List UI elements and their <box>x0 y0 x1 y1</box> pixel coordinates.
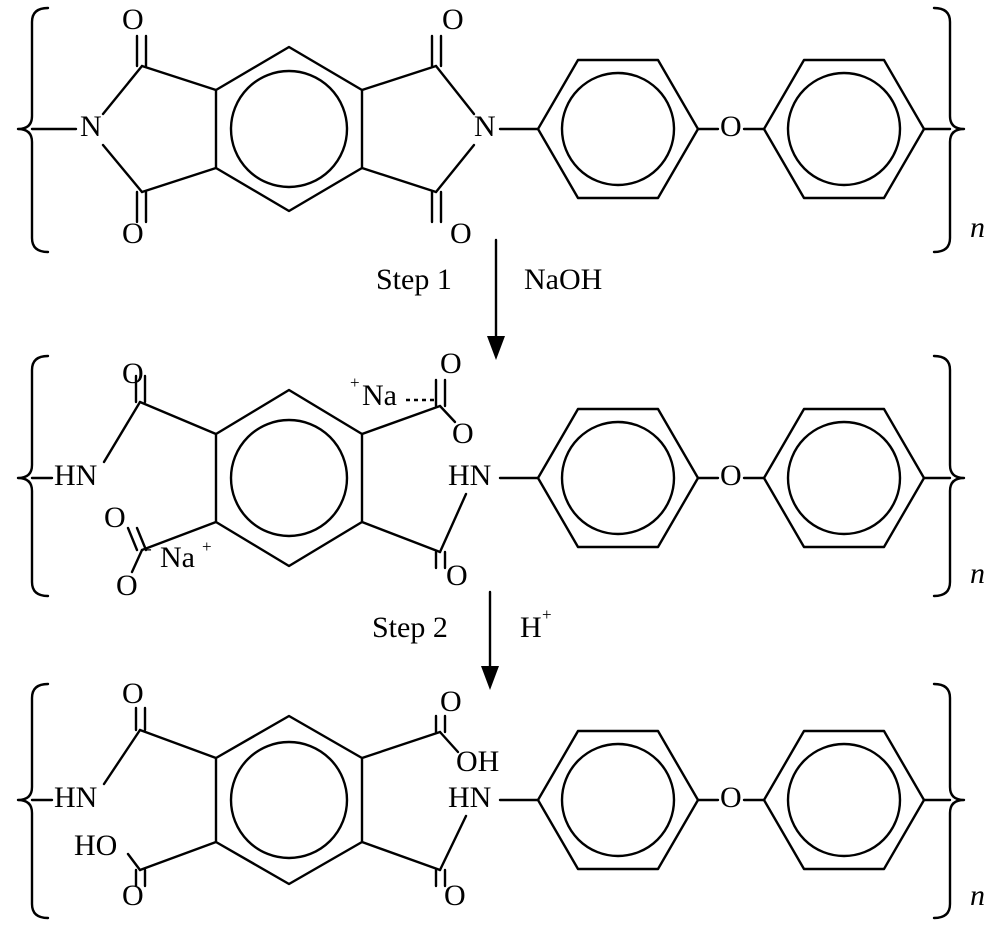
carbonyl-oxygen: O <box>122 357 144 390</box>
carbonyl-oxygen: O <box>442 3 464 36</box>
carbonyl-oxygen: O <box>450 217 472 250</box>
right-bracket <box>932 682 966 920</box>
step-2: Step 2 H + <box>372 590 552 690</box>
repeat-unit-n: n <box>970 879 985 912</box>
step-2-label: Step 2 <box>372 611 448 644</box>
carboxylate-oxygen: O <box>440 347 462 380</box>
left-bracket <box>16 6 50 254</box>
carboxyl-oxygen: O <box>440 685 462 718</box>
amide-nh-right: HN <box>448 781 491 814</box>
sodium-salt-structure: n HN O O O + Na O O - Na + <box>16 347 985 602</box>
carboxylate-oxygen: O <box>116 569 138 602</box>
repeat-unit-n: n <box>970 211 985 244</box>
carboxyl-oh: OH <box>456 745 499 778</box>
step-1-label: Step 1 <box>376 263 452 296</box>
amide-nh-left: HN <box>54 459 97 492</box>
carboxylate-oxygen: O <box>452 417 474 450</box>
step-2-reagent: H <box>520 611 542 644</box>
carboxyl-oxygen: O <box>122 879 144 912</box>
amide-nh-left: HN <box>54 781 97 814</box>
sodium-ion: Na <box>362 379 397 412</box>
right-bracket <box>932 354 966 598</box>
carbonyl-oxygen: O <box>122 3 144 36</box>
imide-nitrogen-right: N <box>474 110 496 143</box>
imide-nitrogen-left: N <box>80 110 102 143</box>
ether-oxygen: O <box>720 459 742 492</box>
polyimide-structure: n N O O O O N <box>16 3 985 254</box>
right-bracket <box>932 6 966 254</box>
amide-nh-right: HN <box>448 459 491 492</box>
carbonyl-oxygen: O <box>122 677 144 710</box>
sodium-charge: + <box>202 537 212 556</box>
carboxyl-ho: HO <box>74 829 117 862</box>
carbonyl-oxygen: O <box>446 559 468 592</box>
step-1: Step 1 NaOH <box>376 238 602 360</box>
polyamic-acid-structure: n HN O O OH O HO O HN O <box>16 677 985 920</box>
left-bracket <box>16 354 50 598</box>
carbonyl-oxygen: O <box>444 879 466 912</box>
repeat-unit-n: n <box>970 557 985 590</box>
step-1-reagent: NaOH <box>524 263 602 296</box>
carbonyl-oxygen: O <box>122 217 144 250</box>
step-2-reagent-charge: + <box>542 605 552 624</box>
ether-oxygen: O <box>720 110 742 143</box>
left-bracket <box>16 682 50 920</box>
carboxylate-oxygen: O <box>104 501 126 534</box>
carboxylate-charge: - <box>146 539 152 558</box>
sodium-ion: Na <box>160 541 195 574</box>
ether-oxygen: O <box>720 781 742 814</box>
sodium-charge: + <box>350 373 360 392</box>
